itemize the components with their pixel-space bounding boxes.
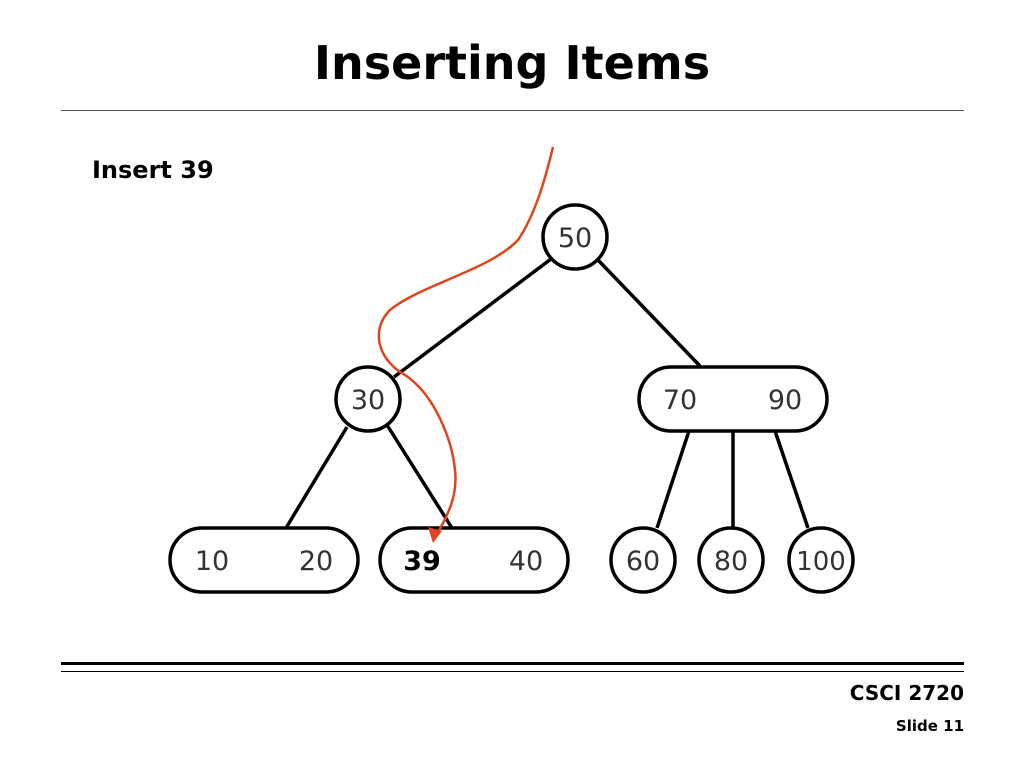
key-70: 70 — [663, 385, 697, 416]
key-10: 10 — [195, 546, 229, 577]
footer-divider-thin — [61, 671, 964, 672]
footer-divider-thick — [61, 662, 964, 665]
slide-subtitle: Insert 39 — [92, 156, 214, 184]
key-60: 60 — [626, 546, 660, 577]
node-60 — [609, 526, 677, 594]
node-50 — [541, 203, 609, 271]
title-divider — [61, 110, 964, 111]
edge-50-30 — [392, 257, 553, 379]
key-39-inserted: 39 — [403, 546, 441, 577]
slide-title: Inserting Items — [313, 36, 711, 90]
course-label: CSCI 2720 — [849, 681, 964, 705]
node-70-90 — [637, 365, 829, 433]
edge-30-1020 — [284, 426, 349, 529]
edge-7090-60 — [655, 430, 691, 529]
node-100 — [787, 526, 855, 594]
key-40: 40 — [509, 546, 543, 577]
slide-number: Slide 11 — [895, 717, 964, 735]
key-90: 90 — [768, 385, 802, 416]
key-20: 20 — [299, 546, 333, 577]
key-100: 100 — [796, 547, 846, 577]
edge-7090-100 — [773, 430, 810, 529]
key-50: 50 — [558, 223, 592, 254]
insertion-path — [377, 146, 555, 537]
tree-edges — [284, 257, 810, 529]
node-10-20 — [168, 526, 360, 594]
edge-50-7090 — [596, 258, 702, 368]
node-39-40 — [378, 526, 570, 594]
key-80: 80 — [714, 546, 748, 577]
insertion-path-arrowhead — [428, 527, 442, 543]
node-30 — [334, 365, 402, 433]
node-80 — [697, 526, 765, 594]
key-30: 30 — [351, 385, 385, 416]
edge-30-3940 — [385, 424, 454, 529]
